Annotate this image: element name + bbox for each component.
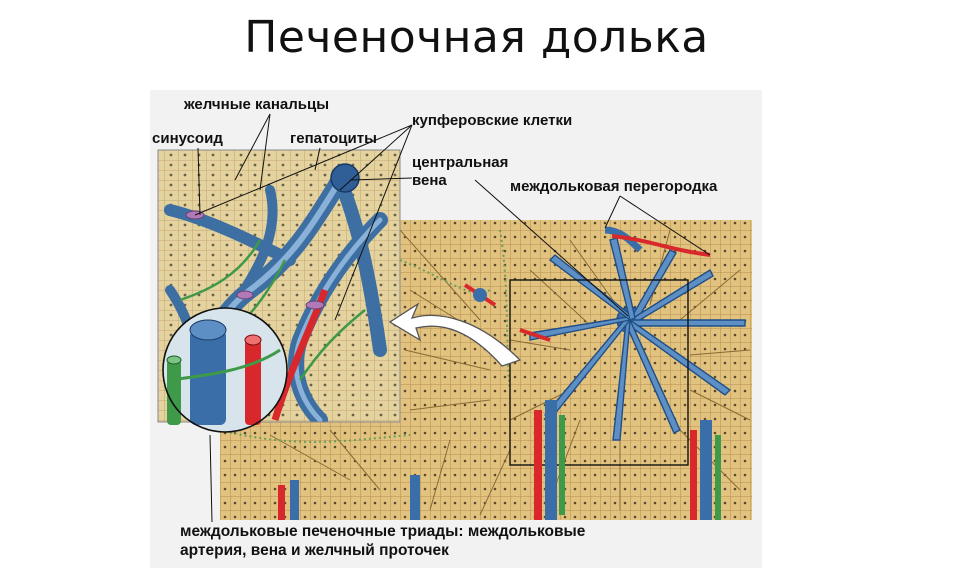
label-bile-canaliculi: желчные канальцы (184, 96, 330, 113)
label-central-vein-line1: центральная (412, 154, 509, 171)
label-hepatocytes: гепатоциты (290, 130, 377, 147)
central-vein-star (529, 237, 746, 441)
caption-line-1: междольковые печеночные триады: междольк… (180, 523, 586, 540)
label-kupffer-cells: купферовские клетки (412, 112, 573, 129)
liver-lobule-illustration (150, 90, 762, 568)
label-central-vein-line2: вена (412, 172, 447, 189)
caption-line-2: артерия, вена и желчный проточек (180, 542, 449, 559)
page-title: Печеночная долька (244, 12, 709, 63)
portal-triads (278, 226, 721, 520)
magnify-arrow (388, 302, 522, 367)
label-sinusoid: синусоид (152, 130, 223, 147)
label-interlobular-septum: междольковая перегородка (510, 178, 718, 195)
caption: междольковые печеночные триады: междольк… (180, 522, 585, 560)
lobule-highlight-box (509, 279, 689, 466)
liver-lobule-figure: желчные канальцы синусоид гепатоциты куп… (150, 90, 762, 568)
